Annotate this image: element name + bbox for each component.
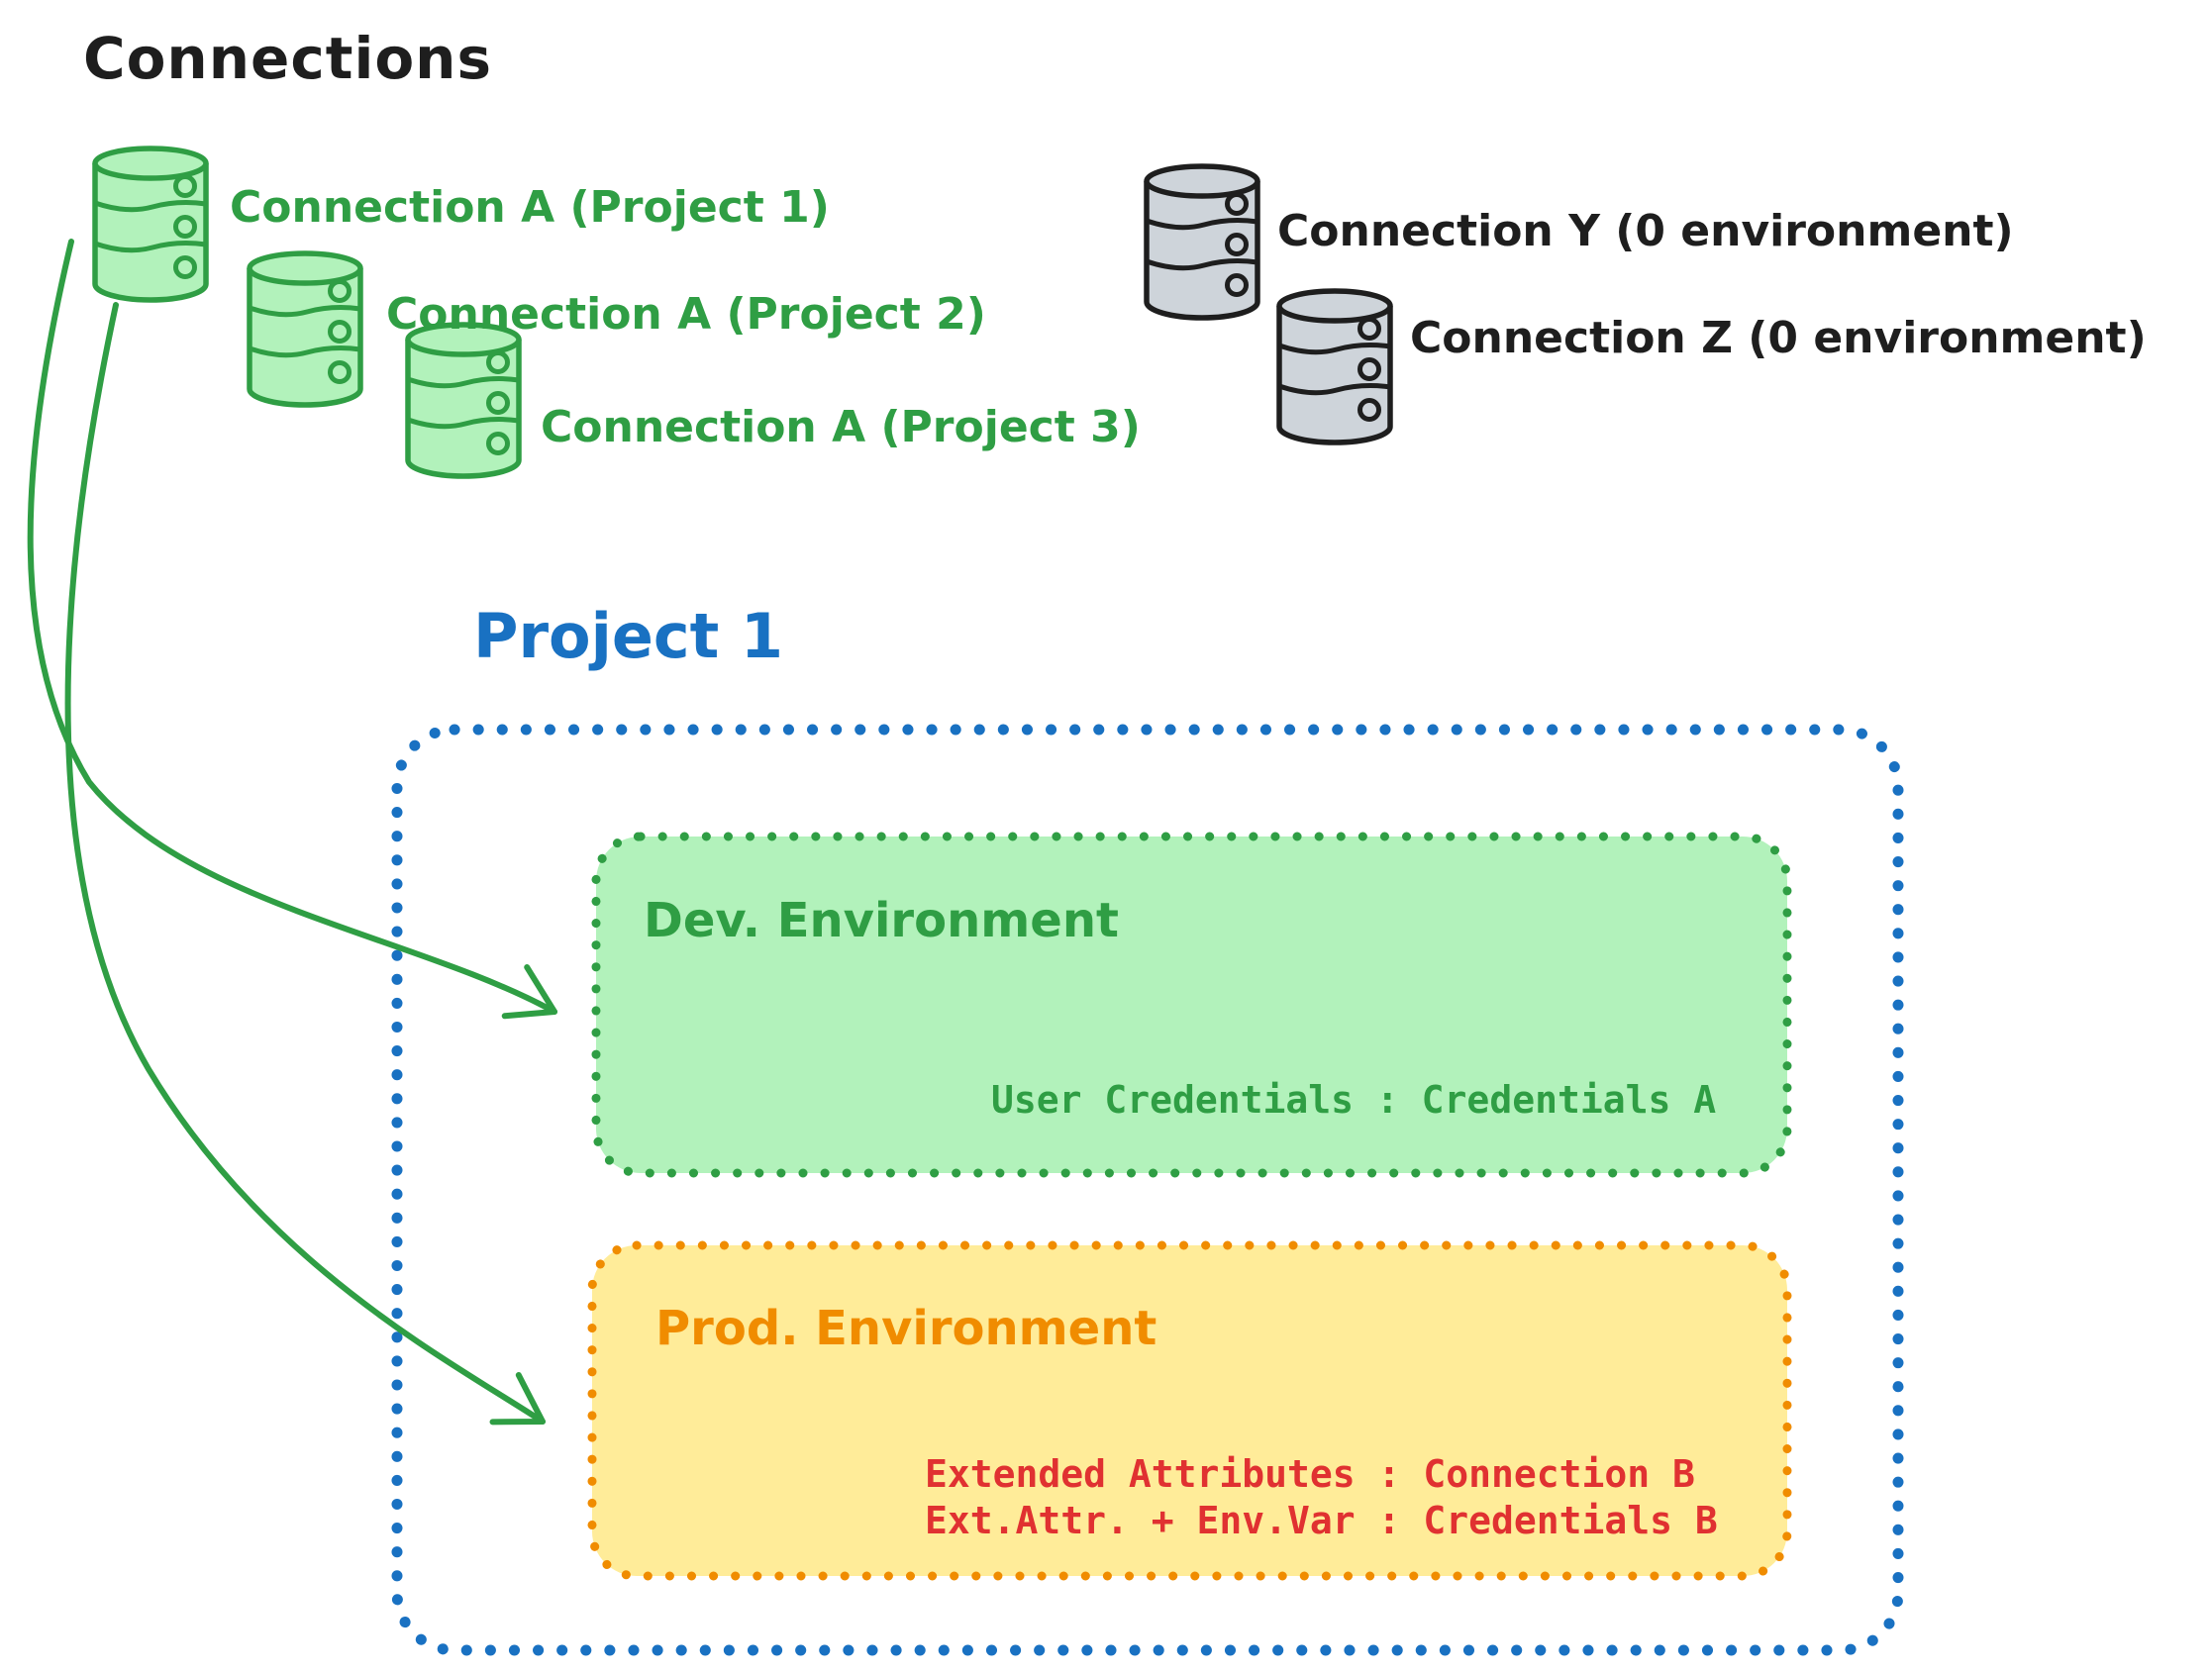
connection-z-label: Connection Z (0 environment): [1410, 313, 2147, 363]
prod-env-var-mapping: Ext.Attr. + Env.Var : Credentials B: [925, 1499, 1718, 1542]
dev-credentials-mapping: User Credentials : Credentials A: [991, 1078, 1717, 1122]
arrow-connection-a-to-dev-icon: [27, 239, 557, 1020]
connection-a-project-1-label: Connection A (Project 1): [230, 182, 830, 233]
dev-environment-title: Dev. Environment: [644, 893, 1119, 948]
project-1-box: [391, 724, 1904, 1656]
connection-a-project-2-label: Connection A (Project 2): [386, 289, 986, 340]
database-icon: [95, 148, 206, 300]
diagram-title: Connections: [83, 25, 492, 92]
database-icon: [250, 253, 360, 405]
connection-a-project-3-label: Connection A (Project 3): [541, 402, 1141, 452]
project-1-title: Project 1: [473, 600, 784, 672]
dev-environment-box: [591, 832, 1792, 1178]
prod-extended-attributes-mapping: Extended Attributes : Connection B: [925, 1452, 1695, 1496]
arrow-connection-a-to-prod-icon: [64, 302, 546, 1426]
database-icon: [1279, 291, 1390, 443]
prod-mappings: Extended Attributes : Connection B Ext.A…: [925, 1451, 1718, 1544]
database-icon: [408, 325, 519, 476]
prod-environment-box: [587, 1240, 1792, 1581]
connection-y-label: Connection Y (0 environment): [1277, 206, 2014, 256]
database-icon: [1147, 166, 1257, 318]
prod-environment-title: Prod. Environment: [655, 1301, 1157, 1356]
